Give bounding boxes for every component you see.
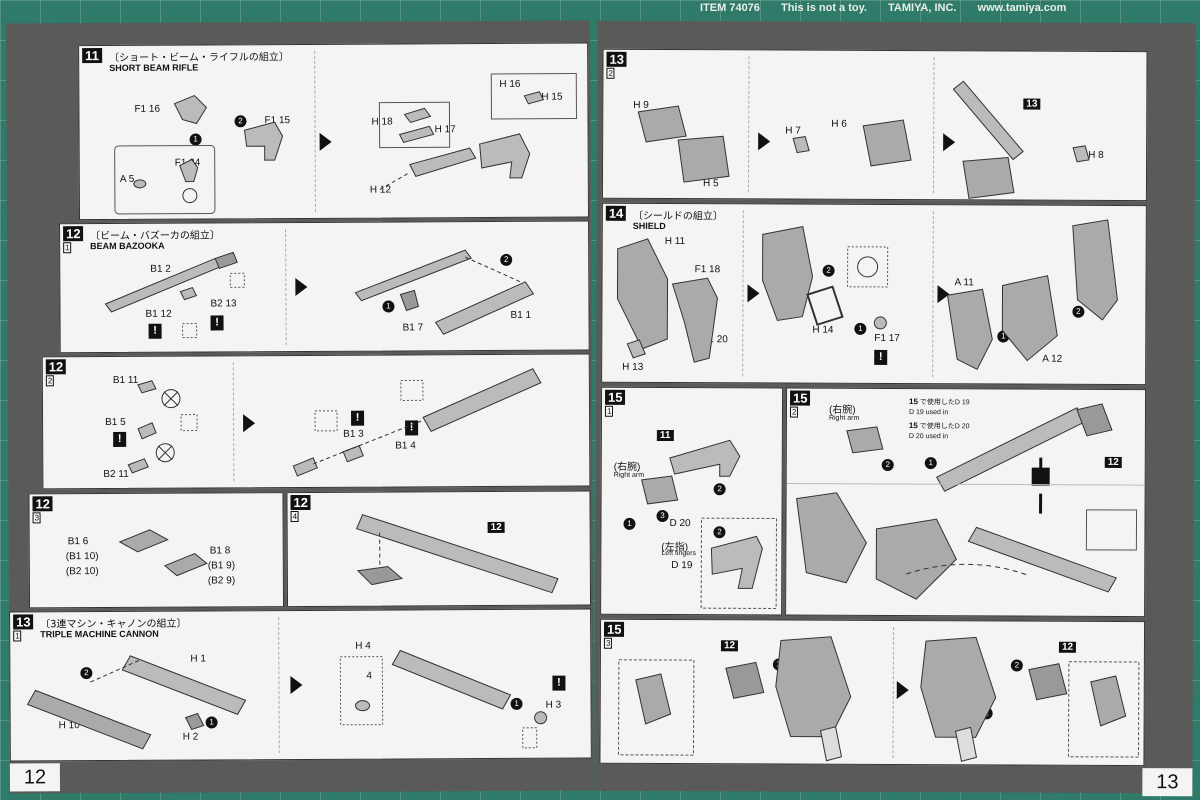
cannon-mount-illustration bbox=[637, 80, 1090, 199]
toy-note: This is not a toy. bbox=[780, 2, 867, 14]
bazooka-cover-illustration bbox=[118, 529, 208, 577]
company-site: www.tamiya.com bbox=[977, 2, 1067, 14]
step-15-1-panel: 15 1 (右腕) Right arm (左指) Left fingers 11… bbox=[600, 386, 784, 616]
step-12-4-panel: 12 4 12 bbox=[286, 490, 592, 608]
instruction-page-left: 11 〔ショート・ビーム・ライフルの組立〕 SHORT BEAM RIFLE F… bbox=[5, 20, 595, 794]
page-number-right: 13 bbox=[1142, 768, 1193, 797]
rifle-illustration bbox=[114, 73, 577, 215]
cannon-illustration bbox=[26, 649, 548, 750]
shield-mount-illustration bbox=[617, 636, 1140, 762]
step-12-1-panel: 12 1 〔ビーム・バズーカの組立〕 BEAM BAZOOKA B1 2 B1 … bbox=[59, 220, 590, 354]
step-15-3-panel: 15 3 12 12 2 1 2 1 bbox=[599, 618, 1146, 767]
instruction-page-right: 13 2 H 9 H 5 H 7 H 6 13 H 8 14 〔シールドの組立〕… bbox=[594, 20, 1196, 797]
bazooka-assembly-illustration bbox=[355, 514, 559, 594]
step-12-2-panel: 12 2 B1 11 B1 5 B2 11 B1 3 B1 4 ! ! ! bbox=[41, 353, 591, 490]
bazooka-illustration bbox=[104, 249, 535, 339]
bazooka-detail-illustration bbox=[127, 368, 542, 477]
arm-rifle-illustration bbox=[786, 403, 1147, 600]
step-13-1-panel: 13 1 〔3連マシン・キャノンの組立〕 TRIPLE MACHINE CANN… bbox=[9, 608, 592, 762]
step-14-panel: 14 〔シールドの組立〕 SHIELD H 11 F1 18 F1 20 H 1… bbox=[601, 202, 1147, 386]
step-11-panel: 11 〔ショート・ビーム・ライフルの組立〕 SHORT BEAM RIFLE F… bbox=[78, 42, 590, 221]
company-name: TAMIYA, INC. bbox=[888, 2, 957, 14]
page-number-left: 12 bbox=[9, 763, 61, 792]
step-15-2-panel: 15 2 (右腕) Right arm 15 で使用したD 19 D 19 us… bbox=[785, 387, 1147, 618]
shield-illustration bbox=[616, 219, 1118, 371]
item-number: ITEM 74076 bbox=[700, 2, 760, 14]
step-13-2-panel: 13 2 H 9 H 5 H 7 H 6 13 H 8 bbox=[601, 48, 1148, 202]
mat-print: ITEM 74076 This is not a toy. TAMIYA, IN… bbox=[700, 2, 1084, 14]
step-12-3-panel: 12 3 B1 6 (B1 10) (B2 10) B1 8 (B1 9) (B… bbox=[28, 492, 285, 609]
rifle-grip-illustration bbox=[641, 439, 778, 609]
